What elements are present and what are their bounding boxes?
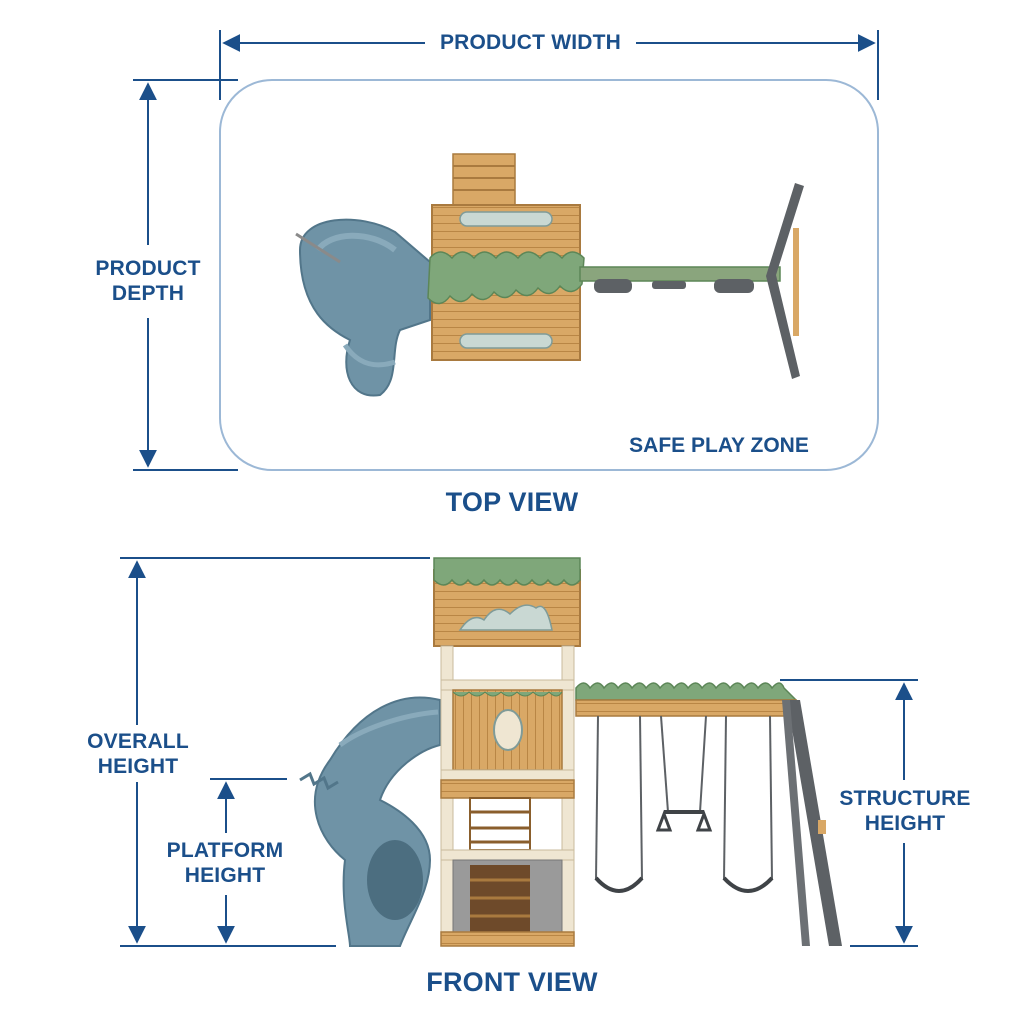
tube-slide-top <box>295 218 431 397</box>
platform-height-label: PLATFORM HEIGHT <box>150 838 300 888</box>
platform-height-dimension <box>210 778 287 944</box>
deck-top <box>427 204 585 361</box>
platform-height-label-line1: PLATFORM <box>166 839 284 862</box>
product-depth-label-line1: PRODUCT <box>95 257 201 280</box>
front-view-title: FRONT VIEW <box>426 967 598 997</box>
overall-height-label-line2: HEIGHT <box>97 755 179 778</box>
product-depth-label: PRODUCT DEPTH <box>78 256 218 306</box>
top-view-title: TOP VIEW <box>445 487 579 517</box>
product-depth-dimension <box>133 79 238 471</box>
structure-height-label: STRUCTURE HEIGHT <box>830 786 980 836</box>
structure-height-label-line2: HEIGHT <box>864 812 946 835</box>
overall-height-label-line1: OVERALL <box>87 730 189 753</box>
front-view <box>120 557 918 947</box>
product-width-label: PRODUCT WIDTH <box>439 31 622 54</box>
safe-play-zone-label: SAFE PLAY ZONE <box>629 434 809 457</box>
swing-set-front <box>575 682 842 946</box>
overall-height-dimension <box>120 557 430 947</box>
structure-height-dimension <box>780 679 918 947</box>
safe-play-zone <box>219 79 879 471</box>
tube-slide-front <box>299 696 441 947</box>
play-tower-front <box>433 557 581 947</box>
top-view: SAFE PLAY ZONE <box>133 30 879 471</box>
ladder-top <box>452 153 516 207</box>
product-depth-label-line2: DEPTH <box>111 282 185 305</box>
structure-height-label-line1: STRUCTURE <box>839 787 971 810</box>
swing-beam-top <box>579 183 804 379</box>
product-width-dimension <box>219 30 879 100</box>
overall-height-label: OVERALL HEIGHT <box>68 729 208 779</box>
platform-height-label-line2: HEIGHT <box>184 864 266 887</box>
